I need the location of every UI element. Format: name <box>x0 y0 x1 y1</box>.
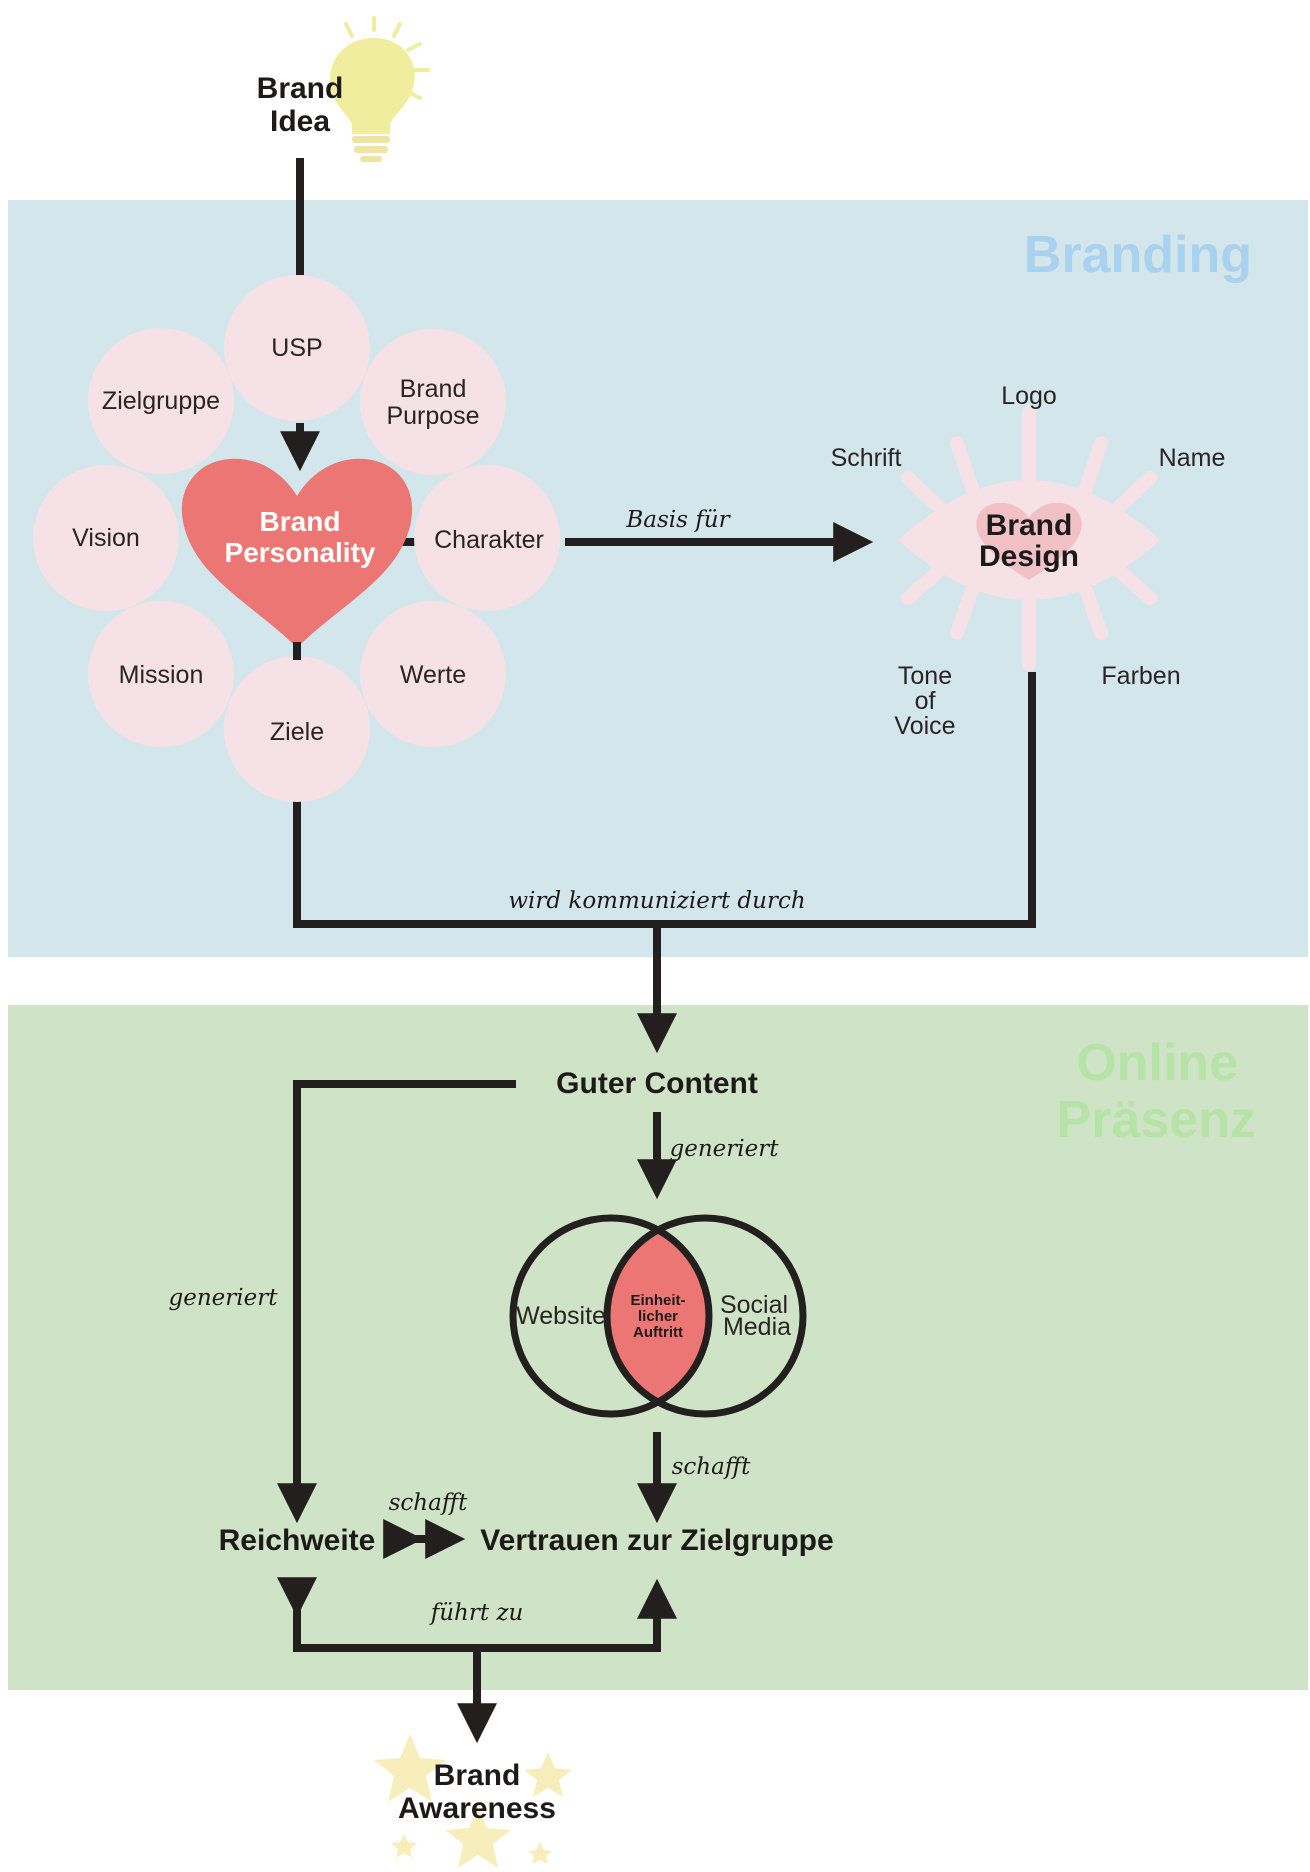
bubble-werte <box>360 601 506 747</box>
brand-personality-label-line-2: Personality <box>225 537 376 568</box>
einheitlicher-auftritt-line-1: Einheit- <box>631 1292 686 1309</box>
star-icon <box>374 1734 572 1868</box>
eye-icon <box>898 405 1160 671</box>
einheitlicher-auftritt-line-2: licher <box>638 1308 678 1325</box>
connector-kommuniziert <box>293 672 1036 928</box>
bubble-usp <box>224 275 370 421</box>
ziele-label: Ziele <box>270 718 324 746</box>
branding-section-title: Branding <box>1024 226 1252 284</box>
online-presence-title-line-1: Online <box>1076 1034 1238 1092</box>
schrift-label: Schrift <box>831 444 902 472</box>
tone-of-voice-label-line-1: Tone <box>898 662 952 690</box>
brand-purpose-label-line-2: Purpose <box>386 402 479 430</box>
brand-design-label-line-1: Brand <box>986 509 1073 542</box>
name-label: Name <box>1159 444 1226 472</box>
werte-label: Werte <box>400 661 466 689</box>
bubble-vision <box>33 465 179 611</box>
vertrauen-label: Vertrauen zur Zielgruppe <box>480 1524 833 1557</box>
website-label: Website <box>516 1302 606 1330</box>
arrow-content-to-reichweite <box>277 1080 516 1524</box>
tone-of-voice-label-line-3: Voice <box>894 712 955 740</box>
bubble-mission <box>88 601 234 747</box>
venn-circle-social-media <box>603 1214 807 1418</box>
brand-personality-label-line-1: Brand <box>260 506 341 537</box>
schafft-label-venn: schafft <box>672 1454 752 1480</box>
generiert-label-right: generiert <box>670 1136 780 1162</box>
charakter-label: Charakter <box>434 526 544 554</box>
basis-fuer-label: Basis für <box>625 507 731 533</box>
vision-label: Vision <box>72 524 140 552</box>
brand-purpose-label-line-1: Brand <box>400 375 467 403</box>
guter-content-label: Guter Content <box>556 1067 758 1100</box>
bubble-ziele <box>224 656 370 802</box>
brand-idea-label-line-1: Brand <box>257 72 344 105</box>
kommuniziert-label: wird kommuniziert durch <box>508 888 805 914</box>
usp-label: USP <box>271 334 322 362</box>
lightbulb-icon <box>330 16 430 162</box>
bubble-purpose <box>360 329 506 475</box>
venn-diagram <box>509 1214 807 1418</box>
social-media-label-line-2: Media <box>723 1313 791 1341</box>
farben-label: Farben <box>1101 662 1180 690</box>
bubble-charakter <box>414 465 560 611</box>
venn-circle-website <box>509 1214 713 1418</box>
bubble-zielgruppe <box>88 328 234 474</box>
zielgruppe-label: Zielgruppe <box>102 387 220 415</box>
generiert-label-left: generiert <box>169 1285 279 1311</box>
einheitlicher-auftritt-line-3: Auftritt <box>633 1324 683 1341</box>
online-presence-title-line-2: Präsenz <box>1057 1091 1256 1149</box>
schafft-label-between: schafft <box>389 1490 469 1516</box>
brand-idea-label-line-2: Idea <box>270 105 330 138</box>
logo-label: Logo <box>1001 382 1057 410</box>
reichweite-label: Reichweite <box>219 1524 376 1557</box>
fuehrt-zu-label: führt zu <box>429 1600 524 1626</box>
brand-awareness-label-line-2: Awareness <box>398 1792 556 1825</box>
brand-personality-cluster <box>33 275 560 802</box>
tone-of-voice-label-line-2: of <box>915 687 936 715</box>
heart-icon <box>181 458 413 648</box>
brand-design-label-line-2: Design <box>979 540 1079 573</box>
branding-section-background <box>8 200 1308 957</box>
mission-label: Mission <box>119 661 204 689</box>
social-media-label-line-1: Social <box>720 1291 788 1319</box>
brand-awareness-label-line-1: Brand <box>434 1759 521 1792</box>
